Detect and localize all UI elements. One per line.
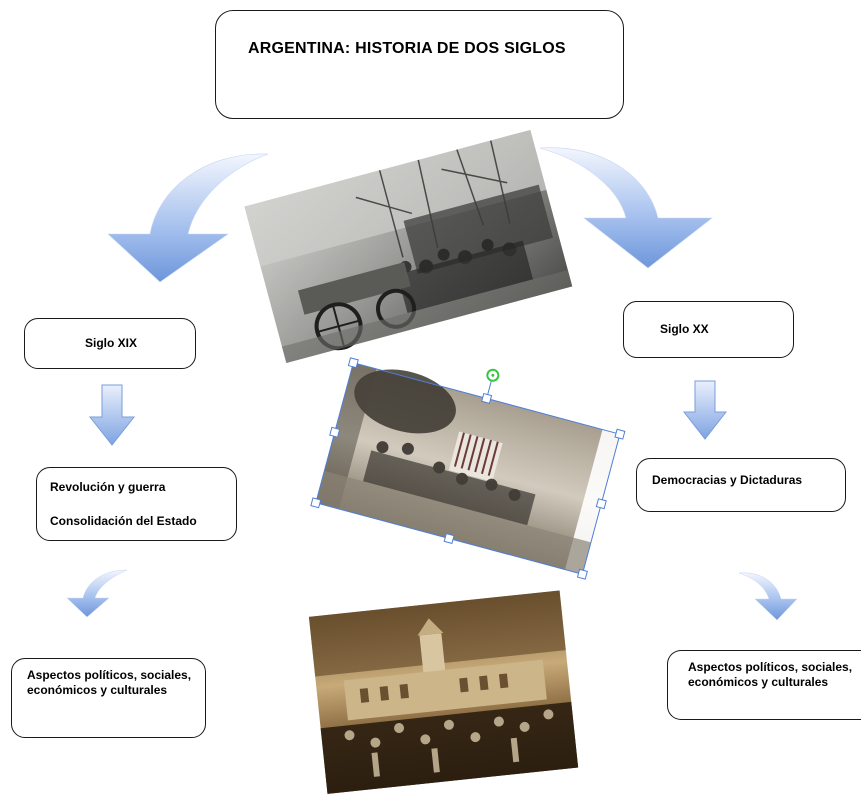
- aspectos-right-box[interactable]: Aspectos políticos, sociales, económicos…: [667, 650, 861, 720]
- siglo-xix-box[interactable]: Siglo XIX: [24, 318, 196, 369]
- democracias-box[interactable]: Democracias y Dictaduras: [636, 458, 846, 512]
- aspectos-left-box[interactable]: Aspectos políticos, sociales, económicos…: [11, 658, 206, 738]
- cabildo-crowd-photo[interactable]: [305, 575, 585, 800]
- aspectos-right-label: Aspectos políticos, sociales, económicos…: [688, 660, 853, 689]
- siglo-xx-box[interactable]: Siglo XX: [623, 301, 794, 358]
- curved-arrow-small-right: [738, 572, 798, 621]
- down-arrow-left: [88, 384, 136, 446]
- siglo-xix-label: Siglo XIX: [85, 336, 138, 350]
- consolidacion-label: Consolidación del Estado: [50, 514, 197, 528]
- curved-arrow-right: [539, 147, 713, 269]
- democracias-label: Democracias y Dictaduras: [652, 473, 803, 487]
- curved-arrow-small-left: [66, 569, 128, 618]
- port-historic-photo[interactable]: [244, 125, 573, 365]
- siglo-xx-label: Siglo XX: [660, 322, 709, 336]
- diagram-title: ARGENTINA: HISTORIA DE DOS SIGLOS: [248, 40, 566, 57]
- aspectos-left-label: Aspectos políticos, sociales, económicos…: [27, 668, 192, 697]
- title-box[interactable]: ARGENTINA: HISTORIA DE DOS SIGLOS: [215, 10, 624, 119]
- down-arrow-right: [682, 380, 728, 440]
- curved-arrow-left: [107, 153, 269, 283]
- courtyard-group-photo[interactable]: [300, 340, 635, 595]
- revolucion-box[interactable]: Revolución y guerra Consolidación del Es…: [36, 467, 237, 541]
- revolucion-label: Revolución y guerra: [50, 480, 166, 494]
